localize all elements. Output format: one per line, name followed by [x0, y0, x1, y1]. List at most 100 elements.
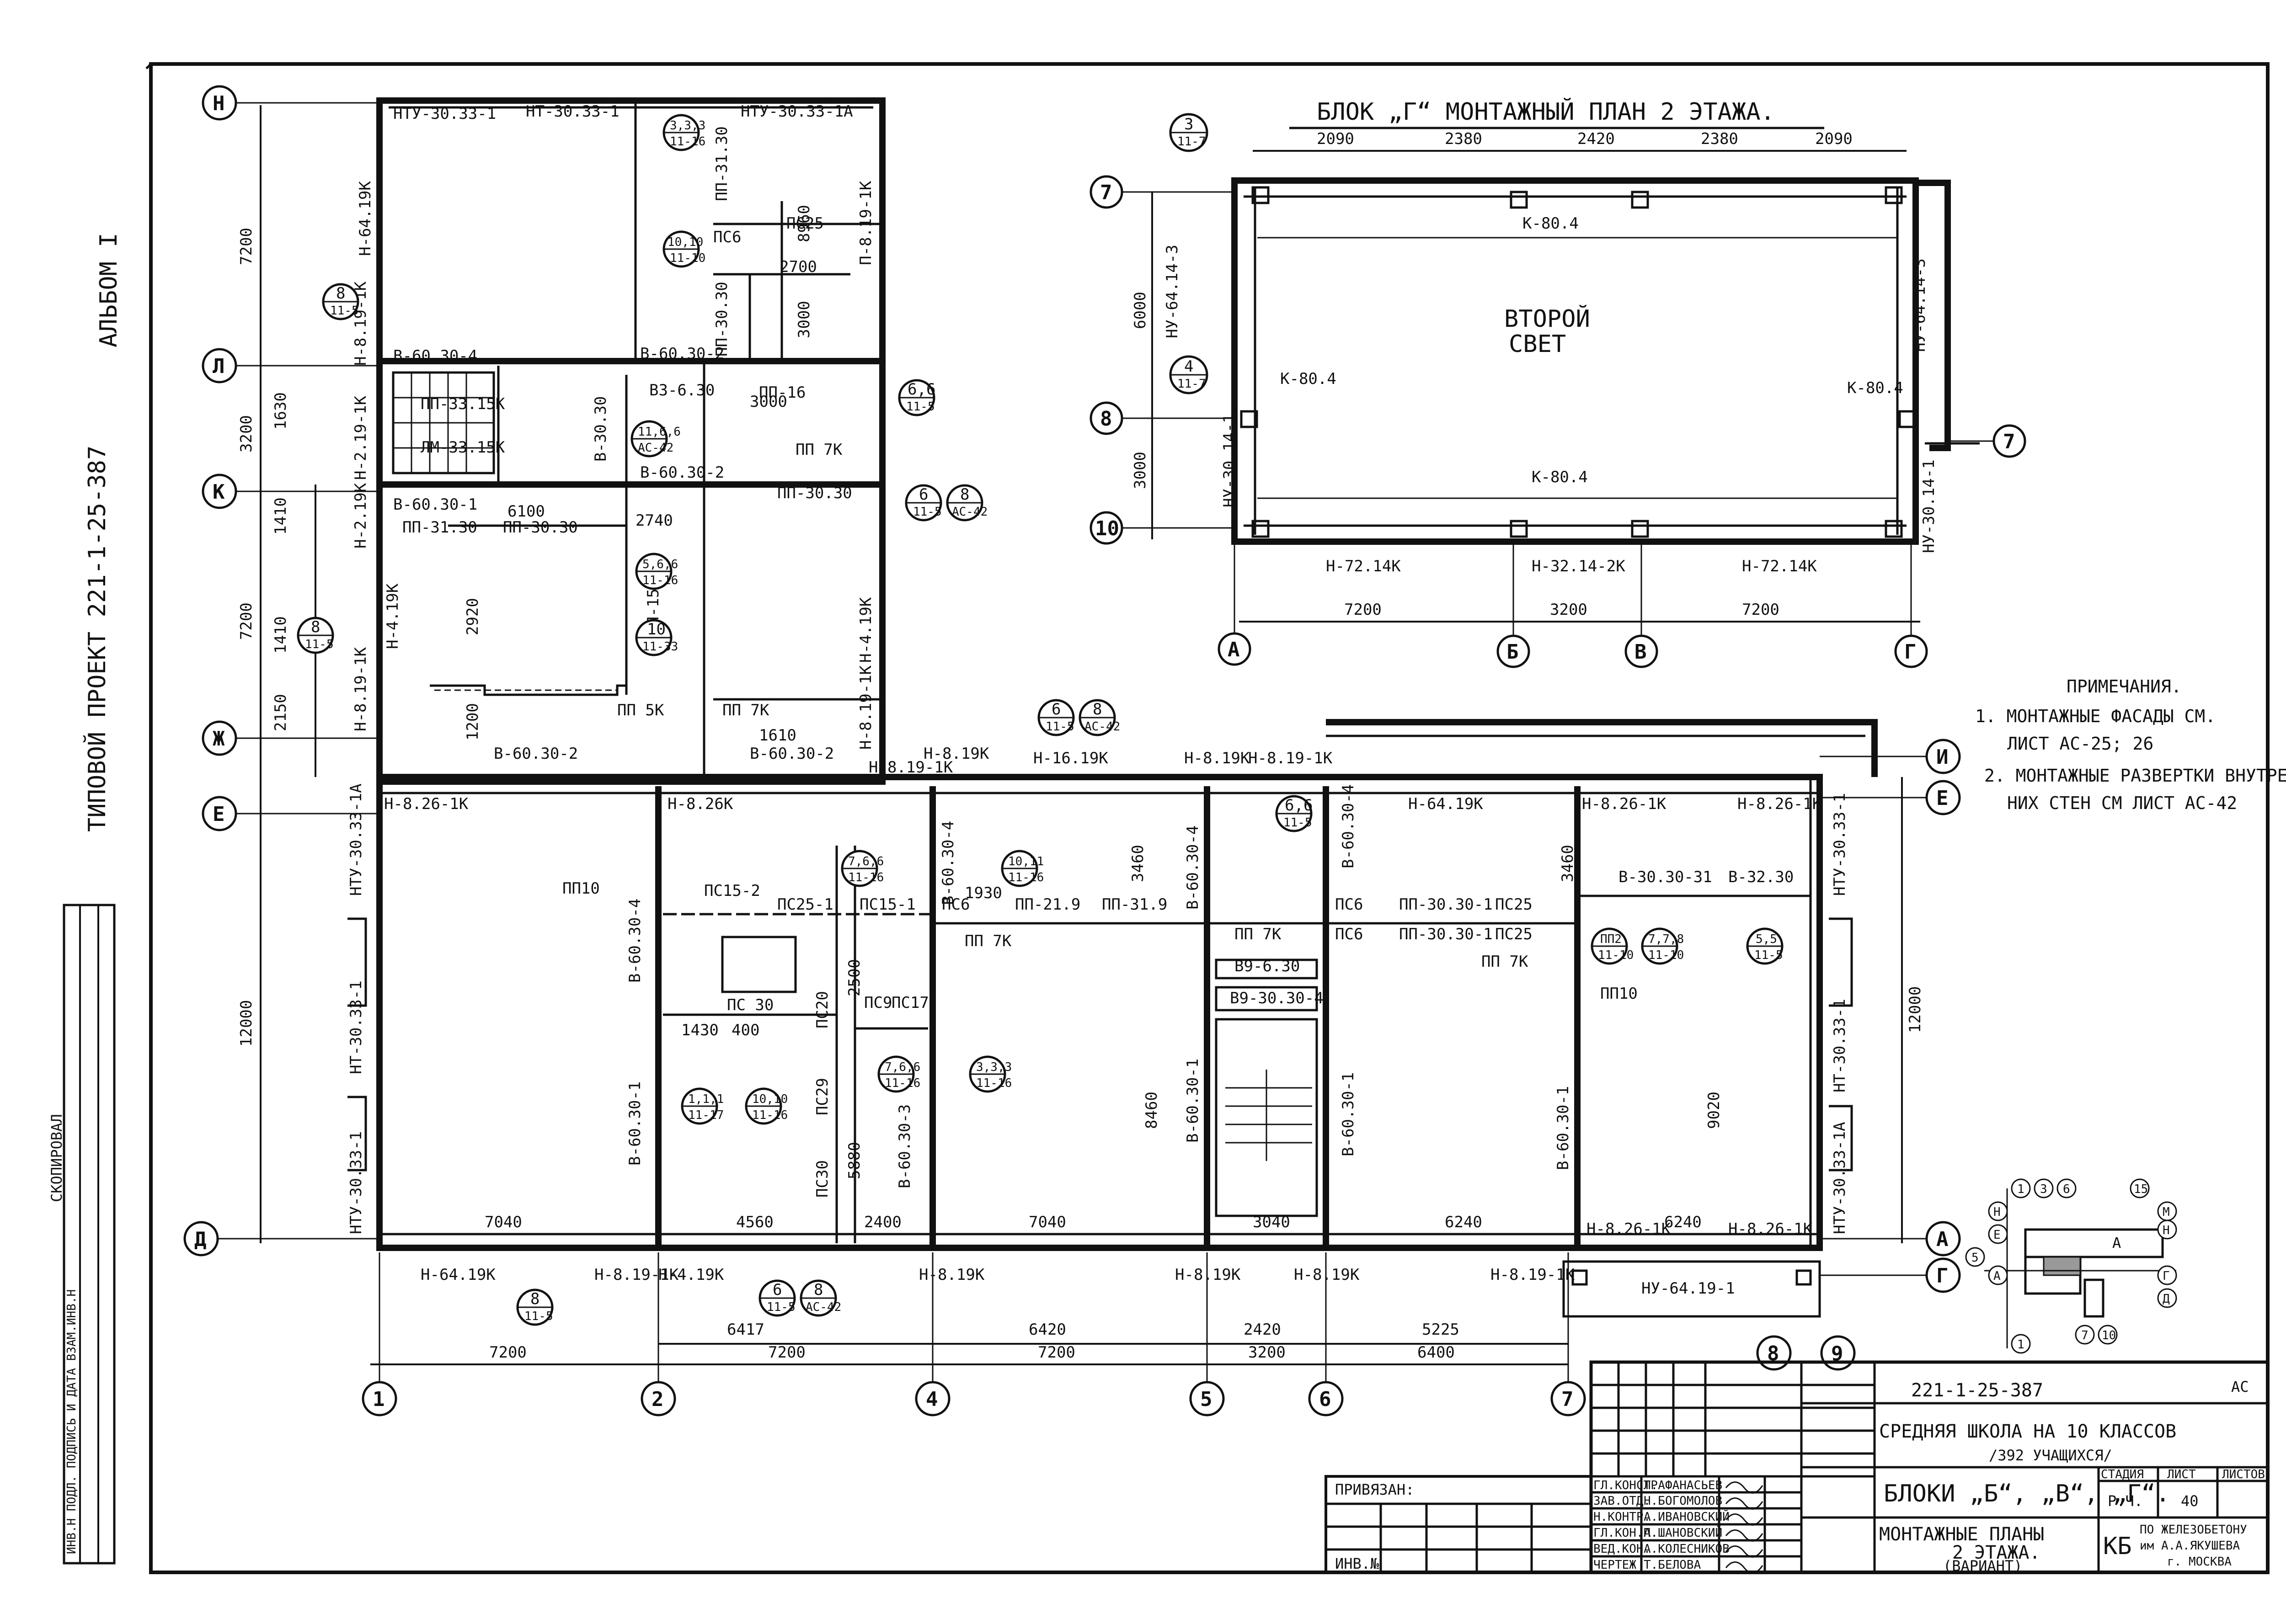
wall-label: Н-72.14К [1326, 557, 1401, 575]
wall-label: НУ-64.14-3 [1163, 245, 1181, 338]
svg-text:6: 6 [773, 1281, 782, 1299]
svg-text:10: 10 [1095, 517, 1119, 540]
svg-text:Ж: Ж [213, 727, 225, 751]
axis-bubble-4: 4 [915, 1381, 951, 1416]
axis-bubble: 7 [1992, 424, 2026, 458]
svg-text:8: 8 [960, 485, 969, 504]
panel-label: Н-8.26-1К [1586, 1220, 1671, 1238]
partition-label: ПС6 [1335, 925, 1363, 943]
svg-text:4: 4 [926, 1388, 938, 1411]
dim-inner: 2400 [864, 1213, 902, 1231]
dim-inner: 1610 [759, 726, 796, 745]
panel-label: Н-2.19-1К [352, 395, 370, 480]
sheet-title-2: 2 ЭТАЖА. [1952, 1542, 2040, 1563]
svg-text:АС-42: АС-42 [806, 1300, 841, 1314]
svg-text:10,11: 10,11 [1008, 855, 1044, 868]
beam-label: В-60.30-2 [750, 745, 834, 763]
svg-text:11-10: 11-10 [1648, 948, 1684, 962]
section-mark: 7,6,611-16 [877, 1055, 920, 1093]
svg-text:15: 15 [2134, 1182, 2148, 1196]
svg-text:8: 8 [311, 618, 320, 636]
svg-text:2: 2 [652, 1388, 664, 1411]
section-mark: 6,611-5 [1275, 795, 1313, 832]
svg-text:А: А [1228, 638, 1240, 661]
partition-label: ПП-30.30-1 [1399, 895, 1493, 914]
org-mark: КБ [2103, 1533, 2132, 1560]
svg-text:И: И [1936, 745, 1949, 769]
role-name: А.ШАНОВСКИЙ [1644, 1525, 1722, 1540]
svg-text:Н: Н [2163, 1224, 2170, 1237]
dim-inner: 1200 [464, 703, 482, 740]
dim-left: 12000 [237, 1000, 256, 1047]
axis-bubble-I-right: И [1925, 739, 1961, 774]
partition-label: ПП 7К [722, 701, 769, 719]
partition-label: ПП-30.30 [777, 484, 852, 502]
beam-label: В3-6.30 [649, 381, 715, 399]
column-label: К-80.4 [1280, 370, 1336, 388]
role: ГЛ.КОН.П. [1593, 1526, 1658, 1540]
panel-label: П-8.19-1К [857, 181, 875, 265]
svg-text:Д: Д [194, 1228, 207, 1251]
svg-text:7: 7 [2081, 1329, 2088, 1342]
dim-inner: 2500 [845, 959, 864, 996]
svg-text:Н: Н [1993, 1205, 2001, 1219]
svg-text:11-16: 11-16 [976, 1076, 1012, 1090]
beam-label: В9-30.30-4 [1230, 989, 1324, 1007]
role: Н.КОНТР. [1593, 1510, 1650, 1524]
svg-text:Л: Л [213, 355, 225, 378]
panel-label: Н-4.19К [857, 597, 875, 663]
svg-text:11-33: 11-33 [642, 640, 678, 654]
panel-label: Н-8.19К [1294, 1266, 1360, 1284]
note-line: 1. МОНТАЖНЫЕ ФАСАДЫ СМ. [1975, 706, 2216, 726]
dim-inner: 2740 [636, 511, 673, 530]
dim-inner: 6240 [1445, 1213, 1482, 1231]
section-mark: 8АС-42 [1079, 699, 1120, 736]
beam-label: В-30.30 [592, 396, 610, 462]
svg-text:8: 8 [336, 284, 345, 303]
panel-label: Н-8.19К [919, 1266, 985, 1284]
partition-label: ПП 5К [617, 701, 664, 719]
svg-text:В: В [1634, 640, 1647, 664]
panel-label: Н-8.19-1К [1490, 1266, 1575, 1284]
partition-label: ПП-30.30 [713, 282, 731, 357]
svg-text:Г: Г [2163, 1269, 2170, 1283]
dim-inner: 3040 [1253, 1213, 1290, 1231]
beam-label: В-60.30-1 [1554, 1086, 1572, 1170]
stage-value: Р.Ч. [2108, 1492, 2143, 1510]
signature [1725, 1513, 1763, 1526]
dim-top: 2090 [1317, 130, 1354, 148]
org-line-1: ПО ЖЕЛЕЗОБЕТОНУ [2140, 1523, 2247, 1537]
section-mark: 811-5 [322, 283, 359, 320]
role-name: Н.БОГОМОЛОВ [1644, 1494, 1722, 1508]
svg-text:5: 5 [1200, 1388, 1212, 1411]
svg-text:11-5: 11-5 [330, 304, 359, 318]
signature [1725, 1497, 1763, 1510]
role-name: Т.БЕЛОВА [1644, 1558, 1701, 1572]
inv-label: ИНВ.№ [1335, 1555, 1379, 1572]
partition-label: ПП 7К [1481, 953, 1528, 971]
svg-text:1: 1 [373, 1388, 385, 1411]
beam-label: В-60.30-2 [640, 345, 724, 363]
panel-label: Н-8.19-1К [1248, 749, 1333, 767]
axis-bubble-9: 9 [1820, 1335, 1856, 1371]
svg-text:11-5: 11-5 [305, 638, 334, 651]
bound-label: ПРИВЯЗАН: [1335, 1481, 1414, 1498]
partition-label: ПС25-1 [777, 895, 833, 914]
axis-bubble-6: 6 [1308, 1381, 1344, 1416]
dim-inner: 1430 [681, 1021, 719, 1039]
role-name: А.ИВАНОВСКИЙ [1644, 1509, 1730, 1524]
title-line-1: СРЕДНЯЯ ШКОЛА НА 10 КЛАССОВ [1879, 1421, 2176, 1442]
svg-text:11-16: 11-16 [848, 871, 884, 884]
wall-label: НУ-30.14-1 [1920, 459, 1938, 553]
axis-bubble-N: Н [202, 85, 237, 121]
partition-label: ПС6 [942, 895, 970, 914]
dim-bottom: 7200 [1742, 601, 1779, 619]
dim-left: 1630 [272, 392, 290, 430]
dim-bottom: 7200 [489, 1343, 527, 1362]
block-g-plan: БЛОК „Г“ МОНТАЖНЫЙ ПЛАН 2 ЭТАЖА. ВТОРОЙ … [1090, 98, 2026, 668]
svg-text:10,10: 10,10 [668, 235, 703, 249]
axis-bubble-L: Л [202, 348, 237, 383]
partition-label: ПС29 [813, 1078, 832, 1115]
